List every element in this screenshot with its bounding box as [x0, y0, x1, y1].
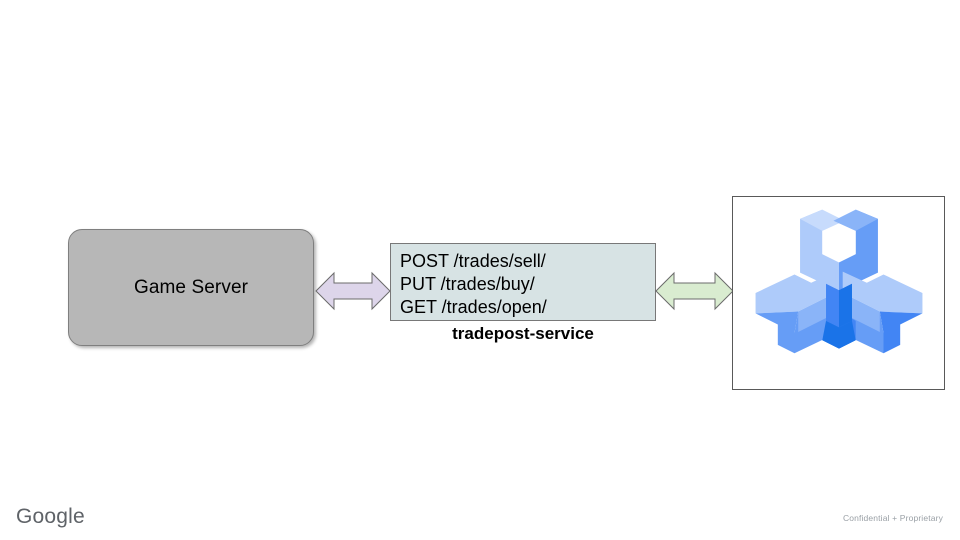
double-arrow-icon	[655, 271, 734, 311]
api-endpoint-line: PUT /trades/buy/	[400, 274, 535, 294]
api-endpoint-line: GET /trades/open/	[400, 297, 547, 317]
confidentiality-note: Confidential + Proprietary	[842, 513, 943, 523]
service-name-label: tradepost-service	[452, 324, 594, 343]
game-server-label: Game Server	[133, 277, 249, 298]
double-arrow-icon	[315, 271, 391, 311]
google-wordmark: Google	[16, 505, 85, 528]
node-agones-logo-panel[interactable]	[732, 196, 945, 390]
api-endpoint-line: POST /trades/sell/	[400, 251, 546, 271]
node-game-server[interactable]: Game Server	[68, 229, 314, 346]
connector-game-server-to-service	[315, 268, 391, 314]
connector-service-to-agones	[655, 268, 734, 314]
agones-logo-icon	[755, 209, 922, 354]
node-tradepost-service[interactable]: POST /trades/sell/ PUT /trades/buy/ GET …	[390, 243, 656, 321]
